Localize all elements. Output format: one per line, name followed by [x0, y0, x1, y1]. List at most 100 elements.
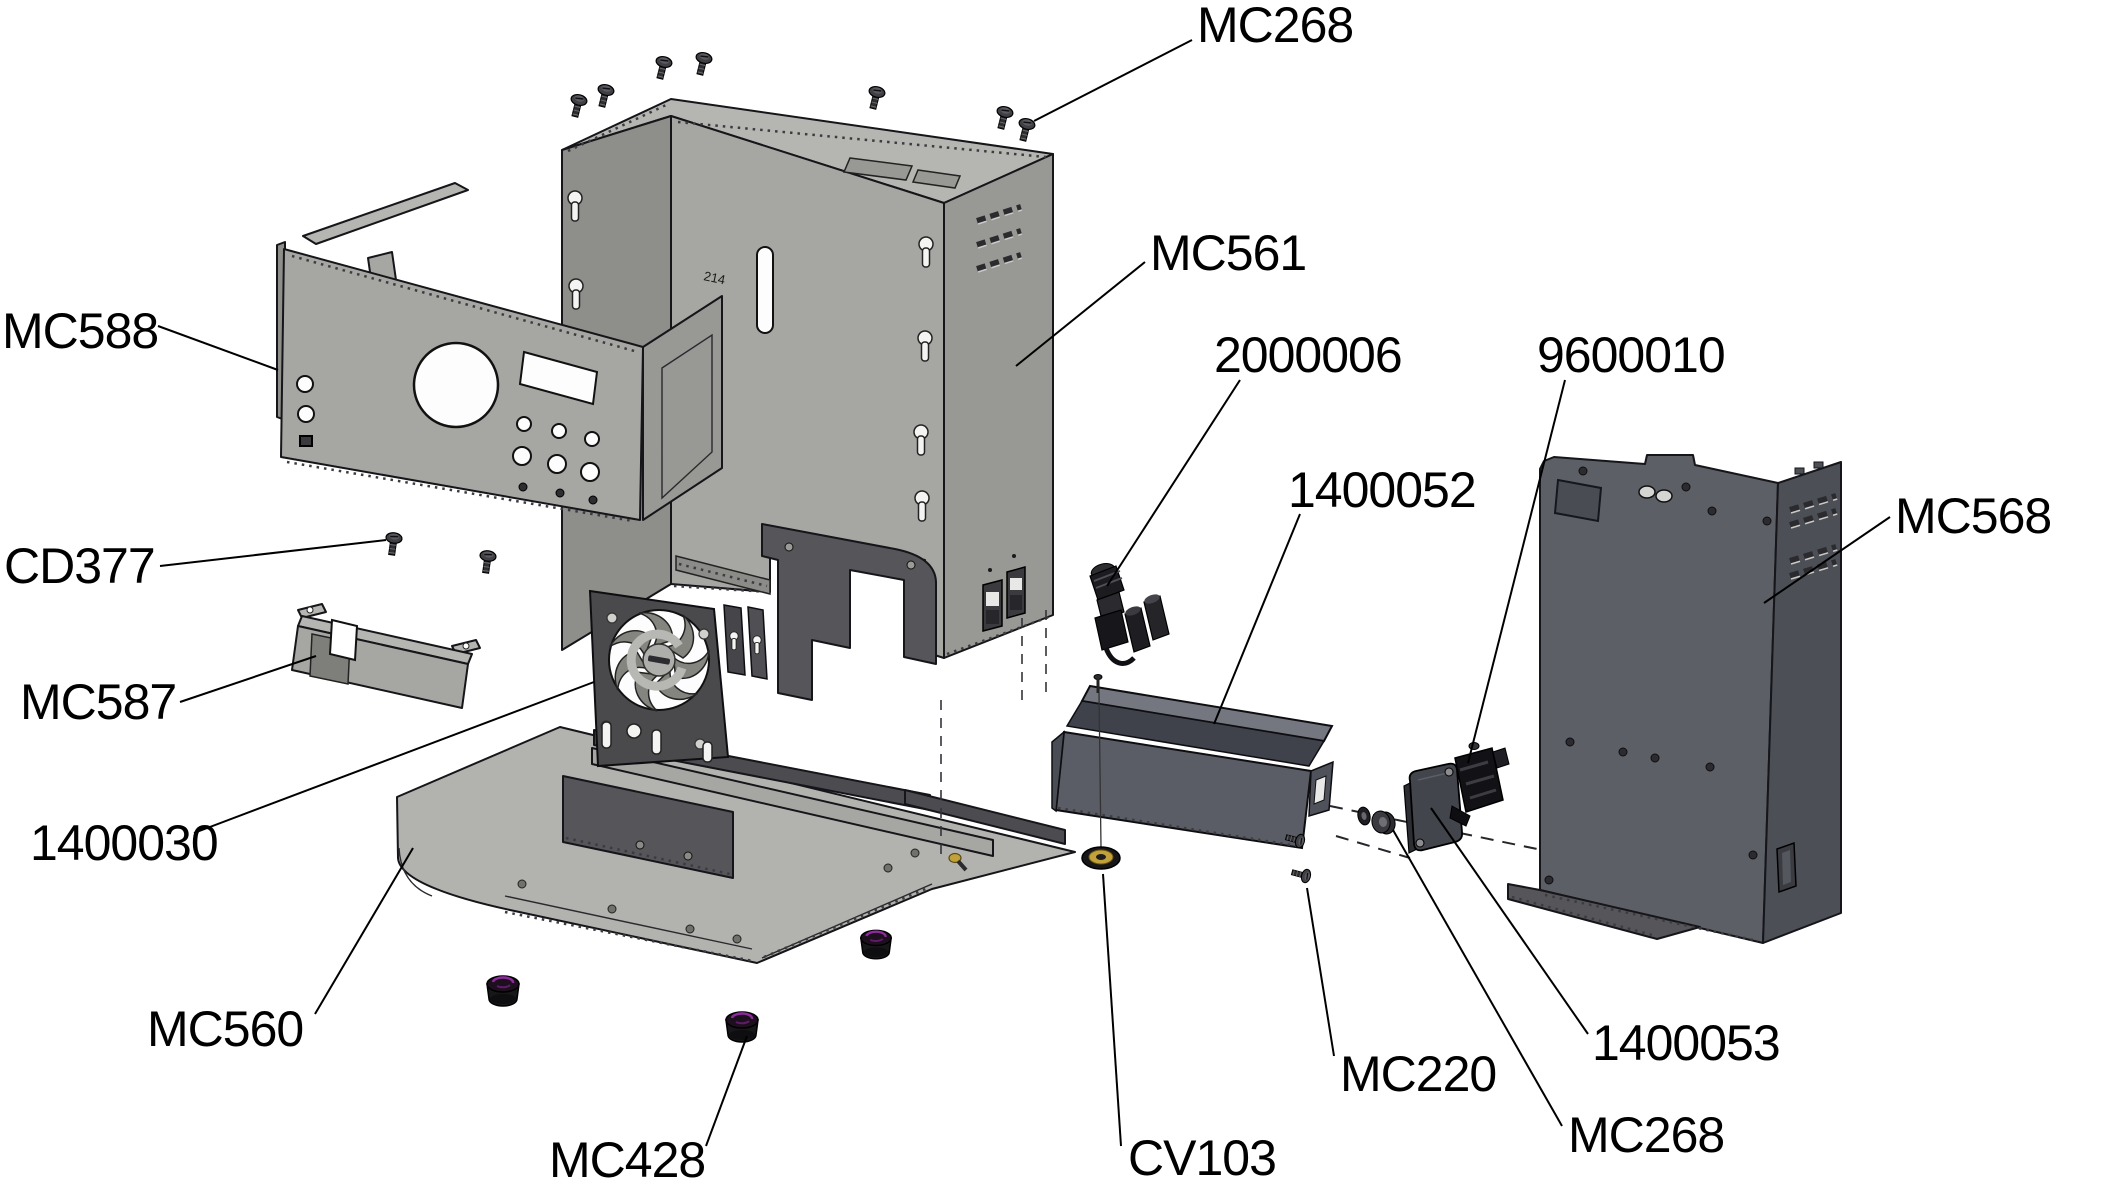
base-edge-dots: [504, 886, 929, 963]
leader-mc268-top: [1033, 39, 1193, 122]
part-mc588-front-panel: [276, 182, 723, 523]
panel-button-holes: [512, 416, 600, 482]
base-corner-curve: [398, 847, 433, 897]
part-cv103-washer: [1081, 846, 1121, 870]
part-labels: MC268 MC561 2000006 9600010 1400052 MC56…: [2, 0, 2052, 1179]
label-mc587: MC587: [20, 674, 176, 730]
label-mc568: MC568: [1895, 488, 2051, 544]
part-gold-screw: [948, 852, 968, 872]
leader-mc568: [1763, 516, 1891, 604]
panel-left-holes: [296, 375, 315, 447]
tower-right-face: [943, 153, 1054, 659]
mc568-oval-hole: [1638, 485, 1656, 499]
leader-mc561: [1015, 261, 1146, 367]
mc568-top-tab: [1813, 461, 1824, 469]
leader-mc220: [1306, 887, 1335, 1057]
leader-1400030: [193, 681, 595, 834]
leader-lines: [157, 39, 1891, 1147]
leader-9600010: [1467, 379, 1566, 764]
fan-hub-slot: [647, 655, 671, 665]
part-9600010-socket: [1449, 742, 1510, 827]
mc568-screw-holes: [1544, 466, 1772, 885]
mc568-top-tab: [1794, 467, 1805, 475]
label-mc268-top: MC268: [1197, 0, 1353, 53]
bracket-ear-hole: [306, 606, 314, 614]
leader-mc428: [705, 1035, 748, 1147]
mc568-bottom-dots: [1544, 893, 1759, 943]
label-cd377: CD377: [4, 538, 155, 594]
axis-dashed-line-2: [1335, 835, 1411, 859]
panel-return-lip: [661, 333, 713, 500]
panel-bottom-screws: [518, 482, 598, 505]
axis-line: [1098, 692, 1102, 848]
part-mc561-cover: 214: [561, 98, 1054, 659]
leader-cd377: [159, 539, 387, 567]
fan-plate-slots: [601, 721, 713, 763]
frame-right-rail: [904, 789, 1066, 845]
frame-light-rail: [591, 747, 994, 857]
part-2000006-connector: [1089, 563, 1170, 666]
leader-1400053: [1430, 807, 1589, 1035]
mc568-handle-inner: [1782, 850, 1791, 885]
label-cv103: CV103: [1128, 1130, 1276, 1179]
fan-hub-arm: [626, 629, 687, 691]
bracket-ear-hole: [462, 642, 470, 650]
part-mc587-bracket: [291, 603, 481, 709]
base-front-fold: [504, 895, 753, 950]
leader-cv103: [1102, 873, 1122, 1147]
tower-slot-highlight: [756, 246, 774, 334]
panel-right-return: [642, 295, 723, 521]
tower-engraving-text: 214: [702, 268, 726, 287]
tower-top-edge-dots: [567, 103, 1047, 159]
tower-bottom-edge-dots: [673, 584, 1050, 656]
part-1400030-fan-plate: [588, 589, 730, 768]
label-mc588: MC588: [2, 303, 158, 359]
leader-mc587: [179, 655, 317, 703]
part-internal-frame: [562, 523, 1066, 879]
leader-mc560: [314, 847, 414, 1015]
base-screws: [517, 848, 920, 944]
frame-bracket-screw: [906, 560, 916, 570]
part-mc220-screws: [1283, 830, 1313, 885]
label-mc560: MC560: [147, 1001, 303, 1057]
tower-side-cutouts: [982, 554, 1026, 632]
axis-pin-head: [1093, 674, 1103, 680]
label-mc268-bottom: MC268: [1568, 1107, 1724, 1163]
part-mc568-rear-panel: [1507, 454, 1842, 944]
channel-trough: [1065, 700, 1326, 767]
leader-2000006: [1106, 379, 1241, 587]
tower-top-latch-plate: [842, 157, 914, 181]
leader-mc268-bottom: [1392, 829, 1563, 1127]
label-mc220: MC220: [1340, 1046, 1496, 1102]
panel-round-cutout: [412, 341, 500, 429]
cd377-screw: [382, 530, 404, 557]
panel-top-flange: [302, 182, 469, 245]
label-2000006: 2000006: [1214, 327, 1402, 383]
tower-rail-dots: [678, 562, 768, 588]
tower-top-latch-plate: [911, 169, 962, 189]
part-1400052-channel: [1051, 684, 1334, 850]
channel-tab-slot: [1313, 775, 1327, 805]
label-1400052: 1400052: [1288, 462, 1476, 518]
label-1400030: 1400030: [30, 815, 218, 871]
label-9600010: 9600010: [1537, 327, 1725, 383]
leader-mc588: [157, 325, 279, 371]
channel-bottom-dots: [1057, 806, 1299, 848]
part-cd377-screws: [382, 530, 498, 575]
part-1400053-plate: [1403, 762, 1464, 854]
channel-left-cap: [1051, 730, 1065, 813]
cd377-screw: [476, 548, 498, 575]
mc568-square-cutout: [1553, 478, 1603, 523]
mc568-oval-hole: [1655, 489, 1673, 503]
panel-display-cutout: [518, 350, 599, 406]
mc568-flange-dots: [1511, 895, 1657, 938]
mc568-bottom-flange: [1507, 883, 1701, 940]
leader-1400052: [1213, 513, 1301, 725]
bracket-notch: [328, 618, 359, 662]
label-1400053: 1400053: [1592, 1015, 1780, 1071]
part-mc268-washer-nut: [1357, 806, 1396, 835]
label-mc561: MC561: [1150, 225, 1306, 281]
frame-bracket-screw: [635, 840, 645, 850]
